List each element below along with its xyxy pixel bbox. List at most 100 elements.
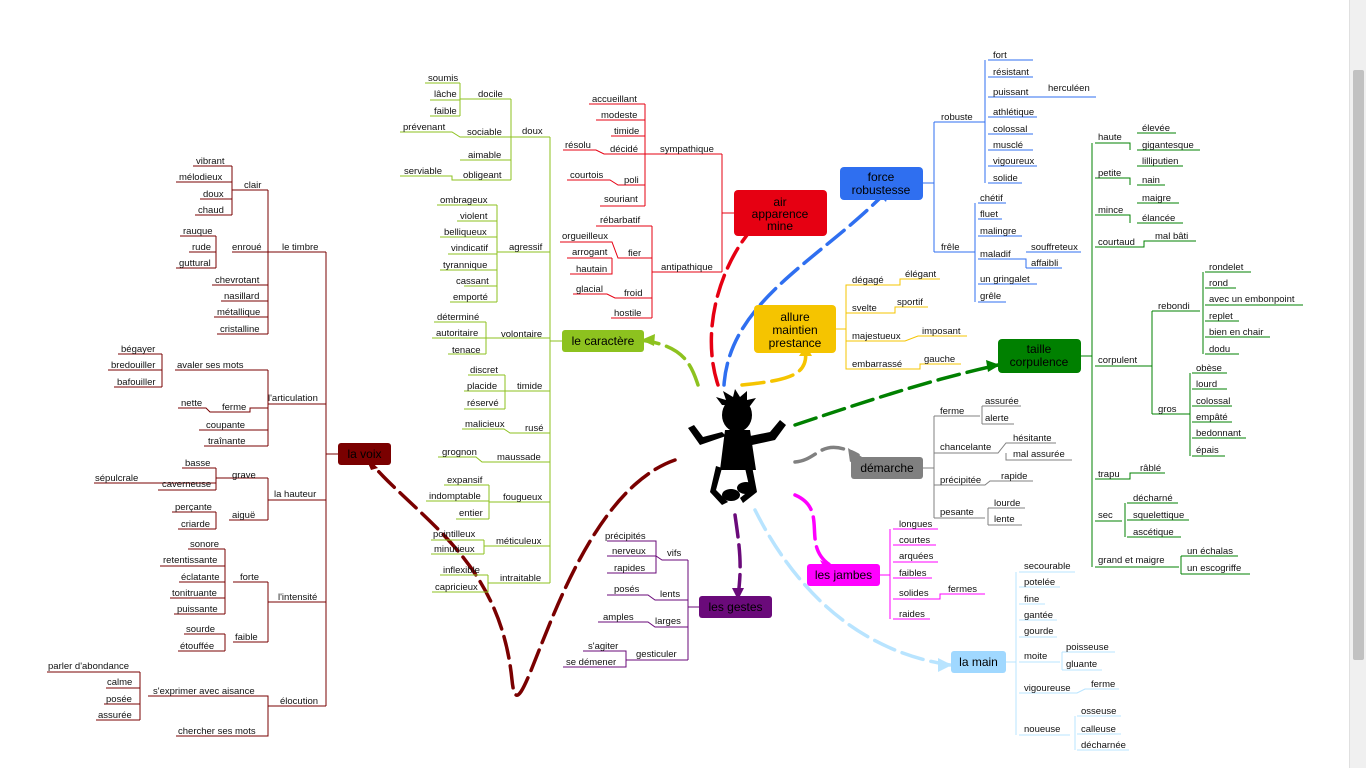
label-imposant: imposant — [922, 326, 961, 337]
label-parlerabondance: parler d'abondance — [48, 661, 129, 672]
hub-gestes[interactable]: les gestes — [699, 596, 772, 618]
hub-force[interactable]: force robustesse — [840, 167, 923, 200]
label-intraitable: intraitable — [500, 573, 541, 584]
label-avalermots: avaler ses mots — [177, 360, 244, 371]
label-cristalline: cristalline — [220, 324, 260, 335]
labels-demarche: ferme assurée alerte chancelante hésitan… — [940, 396, 1065, 525]
scrollbar-thumb[interactable] — [1353, 70, 1364, 660]
label-lente: lente — [994, 514, 1015, 525]
center-figure — [688, 389, 786, 505]
connector-taille — [793, 363, 1000, 427]
label-petite: petite — [1098, 168, 1121, 179]
label-grele: grêle — [980, 291, 1001, 302]
label-placide: placide — [467, 381, 497, 392]
label-agressif: agressif — [509, 242, 543, 253]
label-courtois: courtois — [570, 170, 604, 181]
label-escogriffe: un escogriffe — [1187, 563, 1241, 574]
label-larges: larges — [655, 616, 681, 627]
label-decide: décidé — [610, 144, 638, 155]
label-malicieux: malicieux — [465, 419, 505, 430]
label-lilliputien: lilliputien — [1142, 156, 1178, 167]
hub-jambes[interactable]: les jambes — [807, 564, 880, 586]
branch-lines-gestes — [563, 540, 699, 668]
hub-taille[interactable]: taille corpulence — [998, 339, 1081, 373]
hub-voix[interactable]: la voix — [338, 443, 391, 465]
label-resolu: résolu — [565, 140, 591, 151]
label-gros: gros — [1158, 404, 1177, 415]
label-raides: raides — [899, 609, 925, 620]
labels-force: fort résistant puissant herculéen athlét… — [941, 50, 1090, 302]
connector-gestes — [733, 513, 742, 599]
branch-lines-allure — [836, 278, 967, 370]
svg-text:air: air — [773, 195, 786, 209]
label-arrogant: arrogant — [572, 247, 608, 258]
label-serviable: serviable — [404, 166, 442, 177]
label-amples: amples — [603, 612, 634, 623]
label-herculeen: herculéen — [1048, 83, 1090, 94]
label-longues: longues — [899, 519, 933, 530]
label-poses: posés — [614, 584, 640, 595]
label-basse: basse — [185, 458, 210, 469]
label-faible-voix: faible — [235, 632, 258, 643]
svg-text:la voix: la voix — [347, 447, 381, 461]
label-rapide: rapide — [1001, 471, 1027, 482]
label-belliqueux: belliqueux — [444, 227, 487, 238]
label-sec: sec — [1098, 510, 1113, 521]
label-rond: rond — [1209, 278, 1228, 289]
label-discret: discret — [470, 365, 498, 376]
label-elocution: élocution — [280, 696, 318, 707]
svg-text:les jambes: les jambes — [815, 568, 872, 582]
label-chaud: chaud — [198, 205, 224, 216]
label-decharne: décharné — [1133, 493, 1173, 504]
label-poisseuse: poisseuse — [1066, 642, 1109, 653]
label-violent: violent — [460, 211, 488, 222]
label-emporte: emporté — [453, 292, 488, 303]
branch-lines-caractere — [400, 82, 562, 593]
label-ferme: ferme — [940, 406, 964, 417]
branch-lines-force — [923, 59, 1096, 303]
hub-demarche[interactable]: démarche — [851, 457, 923, 479]
label-begayer: bégayer — [121, 344, 155, 355]
branch-lines-air — [560, 103, 734, 319]
label-ombrageux: ombrageux — [440, 195, 488, 206]
labels-voix: vibrant mélodieux clair doux chaud rauqu… — [48, 156, 318, 737]
label-souffreteux: souffreteux — [1031, 242, 1078, 253]
label-elegant: élégant — [905, 269, 937, 280]
vertical-scrollbar[interactable] — [1349, 0, 1366, 768]
branch-lines-jambes — [880, 528, 985, 620]
label-dodu: dodu — [1209, 344, 1230, 355]
label-sociable: sociable — [467, 127, 502, 138]
label-echalas: un échalas — [1187, 546, 1233, 557]
label-percante: perçante — [175, 502, 212, 513]
label-arquees: arquées — [899, 551, 934, 562]
label-determine: déterminé — [437, 312, 479, 323]
label-puissant: puissant — [993, 87, 1029, 98]
hub-air[interactable]: air apparence mine — [734, 190, 827, 236]
svg-text:robustesse: robustesse — [852, 183, 911, 197]
label-chevrotant: chevrotant — [215, 275, 260, 286]
labels-main: secourable potelée fine gantée gourde mo… — [1024, 561, 1126, 751]
connector-demarche — [793, 445, 860, 464]
label-volontaire: volontaire — [501, 329, 542, 340]
label-forte: forte — [240, 572, 259, 583]
label-sourde: sourde — [186, 624, 215, 635]
label-capricieux: capricieux — [435, 582, 478, 593]
label-letimbre: le timbre — [282, 242, 318, 253]
branch-lines-taille — [1081, 132, 1303, 575]
label-bedonnant: bedonnant — [1196, 428, 1241, 439]
label-elancee: élancée — [1142, 213, 1175, 224]
label-embonpoint: avec un embonpoint — [1209, 294, 1295, 305]
hub-allure[interactable]: allure maintien prestance — [754, 305, 836, 353]
label-nette: nette — [181, 398, 202, 409]
hub-main[interactable]: la main — [951, 651, 1006, 673]
label-malingre: malingre — [980, 226, 1016, 237]
label-docile: docile — [478, 89, 503, 100]
svg-text:mine: mine — [767, 219, 793, 233]
label-meticuleux: méticuleux — [496, 536, 542, 547]
hub-caractere[interactable]: le caractère — [562, 330, 644, 352]
label-prevenant: prévenant — [403, 122, 446, 133]
label-rauque: rauque — [183, 226, 213, 237]
branch-lines-voix — [47, 165, 338, 737]
label-nerveux: nerveux — [612, 546, 646, 557]
label-colossal-2: colossal — [1196, 396, 1230, 407]
